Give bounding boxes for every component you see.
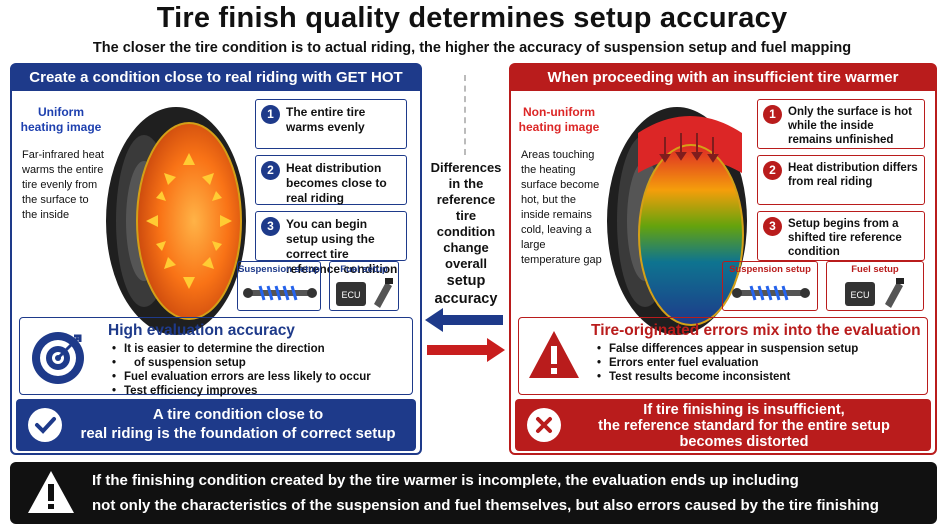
conclusion-text: If tire finishing is insufficient, the r… xyxy=(569,402,919,450)
suspension-setup-label: Suspension setup xyxy=(729,264,811,275)
warning-icon xyxy=(529,331,579,378)
bottom-warning-text: If the finishing condition created by th… xyxy=(92,468,932,531)
step-number: 3 xyxy=(763,217,782,236)
page-subtitle: The closer the tire condition is to actu… xyxy=(92,40,852,56)
setup-parts: Suspension setup Fuel setup ECU xyxy=(722,261,924,311)
conclusion-banner: If tire finishing is insufficient, the r… xyxy=(515,399,931,451)
insufficient-warmer-panel: When proceeding with an insufficient tir… xyxy=(509,63,937,455)
heat-description: Areas touching the heating surface becom… xyxy=(521,149,602,266)
step-text: Heat distribution differs from real ridi… xyxy=(788,162,918,188)
conclusion-line: If tire finishing is insufficient, xyxy=(643,402,845,418)
setup-parts: Suspension setup Fuel setup ECU xyxy=(237,261,399,311)
shock-absorber-icon xyxy=(732,285,810,301)
evaluation-title: High evaluation accuracy xyxy=(108,322,295,339)
page-title: Tire finish quality determines setup acc… xyxy=(156,2,788,34)
list-item: False differences appear in suspension s… xyxy=(597,342,858,356)
conclusion-line: A tire condition close to xyxy=(152,406,324,423)
heat-title: Non-uniform heating image xyxy=(518,105,600,134)
step-list: 1 The entire tire warms evenly 2 Heat di… xyxy=(255,93,407,276)
check-icon xyxy=(28,408,62,442)
step-item: 2 Heat distribution becomes close to rea… xyxy=(255,155,407,205)
arrow-right-icon xyxy=(427,338,505,362)
arrow-left-icon xyxy=(425,308,503,332)
heat-title: Uniform heating image xyxy=(20,105,102,134)
ecu-injector-icon: ECU xyxy=(845,278,904,308)
center-caption-line: Differences in the reference tire condit… xyxy=(430,160,502,271)
evaluation-box: Tire-originated errors mix into the eval… xyxy=(518,317,928,395)
ecu-injector-icon: ECU xyxy=(336,278,393,308)
non-uniform-heating-tire-image xyxy=(607,107,747,335)
heat-description: Far-infrared heat warms the entire tire … xyxy=(22,149,104,221)
step-number: 1 xyxy=(261,105,280,124)
center-caption: Differences in the reference tire condit… xyxy=(425,160,507,308)
bottom-warning-line: If the finishing condition created by th… xyxy=(92,472,799,489)
step-text: Setup begins from a shifted tire referen… xyxy=(788,218,902,258)
step-number: 3 xyxy=(261,217,280,236)
step-item: 1 Only the surface is hot while the insi… xyxy=(757,99,925,149)
list-item: of suspension setup xyxy=(112,356,371,370)
list-item: Test results become inconsistent xyxy=(597,370,858,384)
warning-icon xyxy=(28,471,74,513)
suspension-setup-card: Suspension setup xyxy=(237,261,321,311)
step-text: Heat distribution becomes close to real … xyxy=(286,161,387,205)
evaluation-list: False differences appear in suspension s… xyxy=(597,342,858,384)
step-text: Only the surface is hot while the inside… xyxy=(788,106,912,146)
cross-icon xyxy=(527,408,561,442)
ecu-text: ECU xyxy=(850,290,869,300)
list-item: Test efficiency improves xyxy=(112,384,371,398)
suspension-setup-label: Suspension setup xyxy=(238,264,320,275)
step-number: 1 xyxy=(763,105,782,124)
conclusion-text: A tire condition close to real riding is… xyxy=(70,405,406,443)
panel-header: When proceeding with an insufficient tir… xyxy=(511,65,935,91)
evaluation-list: It is easier to determine the direction … xyxy=(112,342,371,398)
list-item: It is easier to determine the direction xyxy=(112,342,371,356)
step-list: 1 Only the surface is hot while the insi… xyxy=(757,93,925,261)
get-hot-panel: Create a condition close to real riding … xyxy=(10,63,422,455)
step-item: 3 Setup begins from a shifted tire refer… xyxy=(757,211,925,261)
step-number: 2 xyxy=(261,161,280,180)
step-text: The entire tire warms evenly xyxy=(286,105,366,134)
step-text: You can begin setup using the correct ti… xyxy=(286,217,398,276)
evaluation-title: Tire-originated errors mix into the eval… xyxy=(591,322,921,339)
conclusion-line: real riding is the foundation of correct… xyxy=(80,425,396,442)
uniform-heating-tire-image xyxy=(106,107,246,335)
conclusion-line: the reference standard for the entire se… xyxy=(598,418,890,434)
step-item: 3 You can begin setup using the correct … xyxy=(255,211,407,276)
bottom-warning-line: not only the characteristics of the susp… xyxy=(92,497,879,531)
fuel-setup-label: Fuel setup xyxy=(340,264,388,275)
fuel-setup-card: Fuel setup ECU xyxy=(826,261,924,311)
suspension-setup-card: Suspension setup xyxy=(722,261,818,311)
list-item: Fuel evaluation errors are less likely t… xyxy=(112,370,371,384)
step-item: 2 Heat distribution differs from real ri… xyxy=(757,155,925,205)
fuel-setup-card: Fuel setup ECU xyxy=(329,261,399,311)
target-icon xyxy=(32,332,84,384)
ecu-text: ECU xyxy=(341,290,360,300)
shock-absorber-icon xyxy=(243,285,317,301)
conclusion-line: becomes distorted xyxy=(679,434,809,450)
step-item: 1 The entire tire warms evenly xyxy=(255,99,407,149)
conclusion-banner: A tire condition close to real riding is… xyxy=(16,399,416,451)
center-divider xyxy=(464,75,466,155)
panel-header: Create a condition close to real riding … xyxy=(12,65,420,91)
bottom-warning-banner: If the finishing condition created by th… xyxy=(10,462,937,531)
step-number: 2 xyxy=(763,161,782,180)
center-caption-emphasis: setup accuracy xyxy=(434,273,498,307)
evaluation-box: High evaluation accuracy It is easier to… xyxy=(19,317,413,398)
list-item: Errors enter fuel evaluation xyxy=(597,356,858,370)
fuel-setup-label: Fuel setup xyxy=(851,264,899,275)
